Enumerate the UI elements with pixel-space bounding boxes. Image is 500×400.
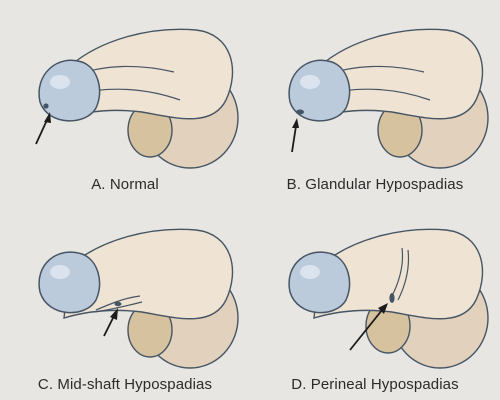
panel-b-caption: B. Glandular Hypospadias xyxy=(286,176,464,193)
glans-highlight xyxy=(50,75,70,89)
panel-a-caption: A. Normal xyxy=(91,176,159,193)
urethral-opening xyxy=(296,109,304,115)
urethral-opening xyxy=(43,103,49,109)
panel-b-glandular: B. Glandular Hypospadias xyxy=(250,0,500,200)
ventral-groove xyxy=(93,295,143,313)
arrow xyxy=(349,303,388,351)
arrow xyxy=(291,118,299,153)
glans-highlight xyxy=(50,265,70,279)
glans-highlight xyxy=(300,265,320,279)
glandular-hypospadias-illustration xyxy=(288,28,489,169)
perineal-hypospadias-illustration xyxy=(288,228,489,369)
shaft xyxy=(313,228,484,320)
normal-anatomy-illustration xyxy=(35,28,239,169)
glans xyxy=(38,251,101,314)
glans-highlight xyxy=(300,75,320,89)
arrow xyxy=(35,112,51,145)
urethral-opening xyxy=(389,293,395,303)
shaft xyxy=(313,28,484,120)
urethral-opening xyxy=(114,301,122,307)
glans xyxy=(288,251,351,314)
glans xyxy=(38,59,101,122)
panel-c-caption: C. Mid-shaft Hypospadias xyxy=(37,376,213,393)
panel-c-midshaft: C. Mid-shaft Hypospadias xyxy=(0,200,250,400)
glans xyxy=(288,59,351,122)
shaft xyxy=(63,228,234,320)
ventral-groove xyxy=(391,247,410,301)
midshaft-hypospadias-illustration xyxy=(38,228,239,369)
panel-a-normal: A. Normal xyxy=(0,0,250,200)
shaft xyxy=(63,28,234,120)
panel-d-perineal: D. Perineal Hypospadias xyxy=(250,200,500,400)
panel-d-caption: D. Perineal Hypospadias xyxy=(291,376,459,393)
arrow xyxy=(103,308,118,337)
